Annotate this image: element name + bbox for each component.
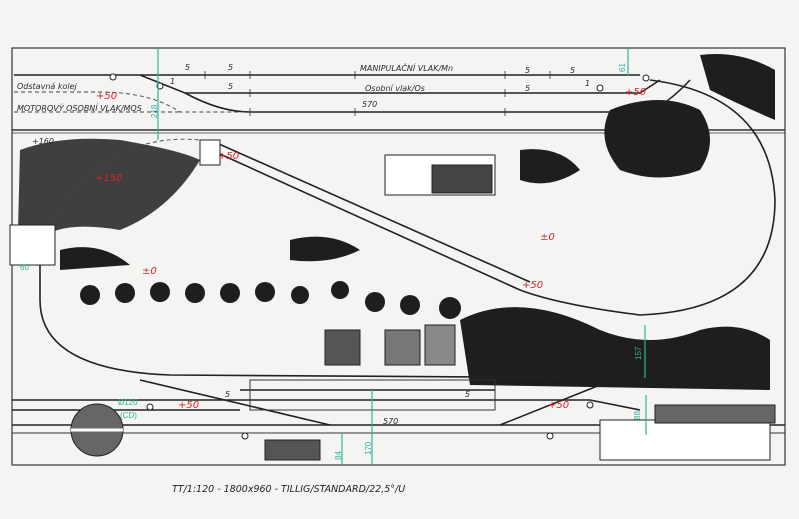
dimension-label: Ø120 xyxy=(118,398,138,407)
plan-caption: TT/1:120 - 1800x960 - TILLIG/STANDARD/22… xyxy=(172,484,405,495)
label-passenger-train: Osobní vlak/Os xyxy=(365,84,425,93)
turnout-label: 1 xyxy=(585,79,590,88)
segment-label: 5 xyxy=(525,84,530,93)
turnout-label: 1 xyxy=(170,77,175,86)
elevation-label: +50 xyxy=(96,91,117,102)
segment-label: 5 xyxy=(525,66,530,75)
buildings xyxy=(9,139,776,461)
elevation-label: +50 xyxy=(178,400,199,411)
dimension-label: 218 xyxy=(150,104,159,118)
elevation-label: +50 xyxy=(522,280,543,291)
station-segment: 5 xyxy=(225,390,230,399)
dimension-label: 157 xyxy=(634,346,643,360)
label-motor-train: MOTOROVÝ OSOBNÍ VLAK/MOS xyxy=(17,102,142,113)
elevation-label: +150 xyxy=(95,173,122,184)
scenery xyxy=(18,54,775,390)
dimension-label: (CD) xyxy=(120,411,137,420)
elevation-label: +50 xyxy=(548,400,569,411)
elevation-label: +50 xyxy=(625,87,646,98)
main-line xyxy=(12,79,785,440)
station-length: 570 xyxy=(383,417,398,426)
dimension-label: 60 xyxy=(20,263,29,272)
dimension-label: 170 xyxy=(364,441,373,455)
dimension-label: 88 xyxy=(633,411,642,420)
elevation-label: ±0 xyxy=(540,232,555,243)
staging-yard xyxy=(14,71,691,116)
elevation-label: +160 xyxy=(32,137,54,146)
station-segment: 5 xyxy=(465,390,470,399)
staging-length: 570 xyxy=(362,100,377,109)
segment-label: 5 xyxy=(570,66,575,75)
label-manipulation-train: MANIPULAČNÍ VLAK/Mn xyxy=(360,62,453,73)
turntable xyxy=(70,403,124,457)
segment-label: 5 xyxy=(228,63,233,72)
segment-label: 5 xyxy=(185,63,190,72)
label-storage-track: Odstavná kolej xyxy=(17,82,78,91)
segment-label: 5 xyxy=(228,82,233,91)
elevation-label: ±0 xyxy=(142,266,157,277)
elevation-label: +50 xyxy=(218,151,239,162)
dimension-label: 61 xyxy=(618,63,627,72)
dimension-label: 84 xyxy=(334,451,343,460)
